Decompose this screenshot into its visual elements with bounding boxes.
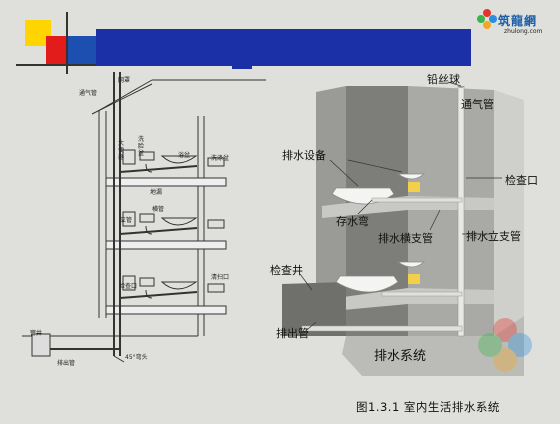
logo-url: zhulong.com [504, 28, 543, 35]
label-inspection-well: 检查井 [270, 264, 303, 277]
label-bathtub: 浴盆 [178, 152, 191, 159]
banner-notch [232, 66, 252, 69]
label-horizontal-pipe: 横管 [152, 206, 165, 213]
label-sink: 洗涤盆 [211, 155, 230, 162]
label-vertical-branch: 排水立支管 [466, 230, 521, 243]
building-section-drawing [22, 72, 266, 363]
label-vent-pipe-3d: 通气管 [461, 98, 494, 111]
label-vent-pipe: 通气管 [79, 90, 98, 97]
label-cleanout: 清扫口 [211, 274, 230, 281]
label-trap: 存水弯 [336, 215, 369, 228]
logo-icon [477, 9, 497, 29]
deco-red-block [46, 36, 66, 64]
deco-blue-block [66, 36, 96, 64]
watermark-logo-icon [478, 318, 532, 372]
label-horizontal-branch: 排水横支管 [378, 232, 433, 245]
label-inspection-port-3d: 检查口 [505, 174, 538, 187]
label-drainage-system: 排水系统 [374, 349, 427, 364]
label-inspection-port: 检查口 [119, 283, 138, 290]
deco-hline [16, 64, 112, 66]
title-banner [96, 29, 471, 66]
label-wangzhao: 网罩 [118, 77, 131, 84]
label-outlet-pipe-3d: 排出管 [276, 327, 309, 340]
label-riser: 立管 [120, 217, 133, 224]
logo-name: 筑龍網 [498, 14, 538, 28]
label-manhole: 窨井 [30, 330, 43, 337]
label-drainage-fixture: 排水设备 [282, 149, 326, 162]
label-lead-ball: 铅丝球 [427, 73, 460, 86]
label-45-elbow: 45°弯头 [125, 354, 148, 361]
label-washbasin: 洗脸盆 [138, 136, 145, 157]
label-outlet-pipe: 排出管 [57, 360, 76, 367]
deco-vline [66, 12, 68, 74]
label-toilet: 大便器 [118, 140, 125, 161]
label-floor-drain: 地漏 [150, 189, 163, 196]
drainage-3d-illustration [282, 86, 524, 376]
figure-caption: 图1.3.1 室内生活排水系统 [356, 400, 500, 414]
